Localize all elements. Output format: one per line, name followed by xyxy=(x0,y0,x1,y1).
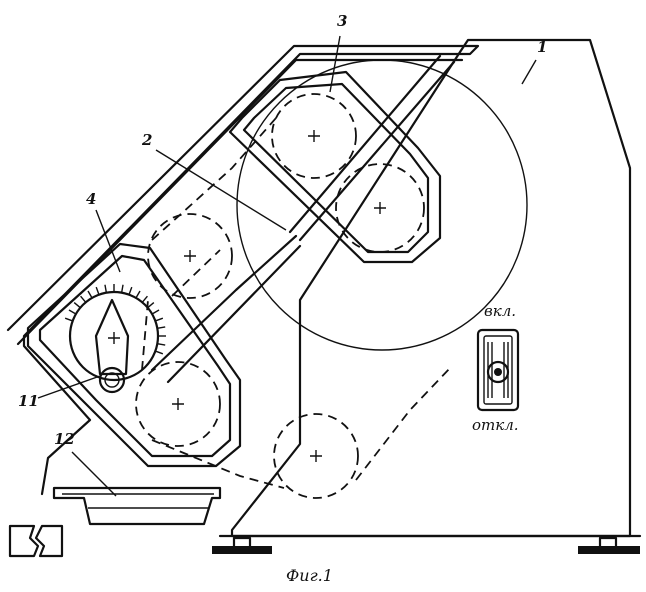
dial-tick xyxy=(157,327,165,328)
roller-centers xyxy=(108,130,386,462)
callout-3: 3 xyxy=(337,12,347,30)
guide-rail xyxy=(290,56,454,240)
dial-tick xyxy=(69,310,76,314)
callout-12: 12 xyxy=(54,430,75,448)
dial-pointer xyxy=(96,300,128,374)
dial-tick xyxy=(105,285,106,293)
upper-plate xyxy=(230,72,440,262)
switch-panel xyxy=(478,330,518,410)
dial-tick xyxy=(74,303,80,308)
dial-tick xyxy=(122,285,123,293)
dial-tick xyxy=(81,296,86,302)
callout-2: 2 xyxy=(142,131,152,149)
tray-12 xyxy=(54,488,220,524)
callout-4: 4 xyxy=(86,190,96,208)
dial-tick xyxy=(129,287,132,295)
switch-off-label: откл. xyxy=(472,416,519,434)
dial-tick xyxy=(155,351,163,354)
dial-tick xyxy=(142,296,147,302)
callout-1: 1 xyxy=(537,38,547,56)
dial-tick xyxy=(65,318,73,321)
dial-tick xyxy=(136,291,140,298)
callout-11: 11 xyxy=(18,392,39,410)
dial-tick xyxy=(152,310,159,314)
switch-on-label: вкл. xyxy=(484,302,516,320)
housing-body xyxy=(232,40,630,536)
figure-caption: Фиг.1 xyxy=(286,566,333,585)
dial-tick xyxy=(148,303,154,308)
feet xyxy=(212,538,640,554)
dial-tick xyxy=(88,291,92,298)
dial-tick xyxy=(157,344,165,345)
dial-tick xyxy=(155,318,163,321)
dial-tick xyxy=(96,287,99,295)
break-symbol xyxy=(10,526,62,556)
